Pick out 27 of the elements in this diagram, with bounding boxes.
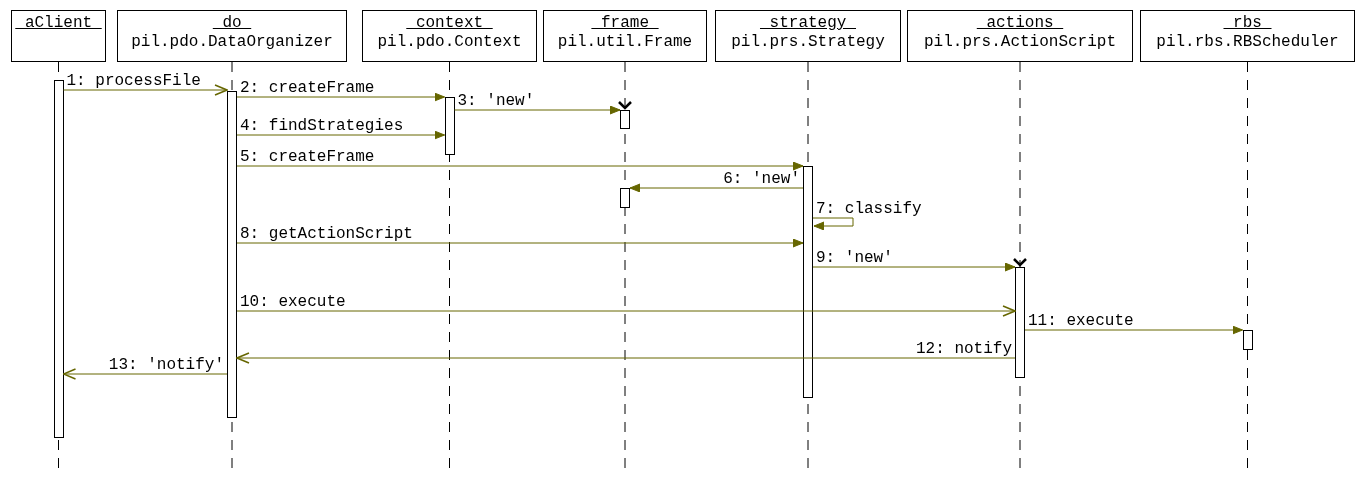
message-arrow <box>236 352 1016 364</box>
message-arrow <box>629 183 804 193</box>
message-label: 13: 'notify' <box>108 357 224 373</box>
activation-bar <box>1015 267 1025 378</box>
message-arrow <box>812 262 1016 272</box>
message-label: 7: classify <box>816 201 922 217</box>
message-arrow <box>236 130 445 140</box>
message-label: 1: processFile <box>66 73 201 89</box>
message-arrow <box>63 84 228 96</box>
message-arrow <box>236 305 1016 317</box>
message-arrow <box>62 368 228 380</box>
activation-bar <box>620 110 630 129</box>
message-arrow <box>236 161 804 171</box>
message-arrow <box>236 92 445 102</box>
message-label: 12: notify <box>916 341 1012 357</box>
message-arrow <box>454 105 621 115</box>
message-arrow <box>812 217 854 231</box>
message-arrow <box>236 238 804 248</box>
activation-bar <box>803 166 813 398</box>
message-label: 4: findStrategies <box>240 118 404 134</box>
activation-bar <box>53 80 64 438</box>
message-label: 8: getActionScript <box>240 226 413 242</box>
activation-bar <box>620 188 630 208</box>
activation-bar <box>227 91 237 418</box>
message-arrow <box>1024 325 1243 335</box>
activation-bar <box>444 97 455 155</box>
activation-bar <box>1242 330 1253 350</box>
